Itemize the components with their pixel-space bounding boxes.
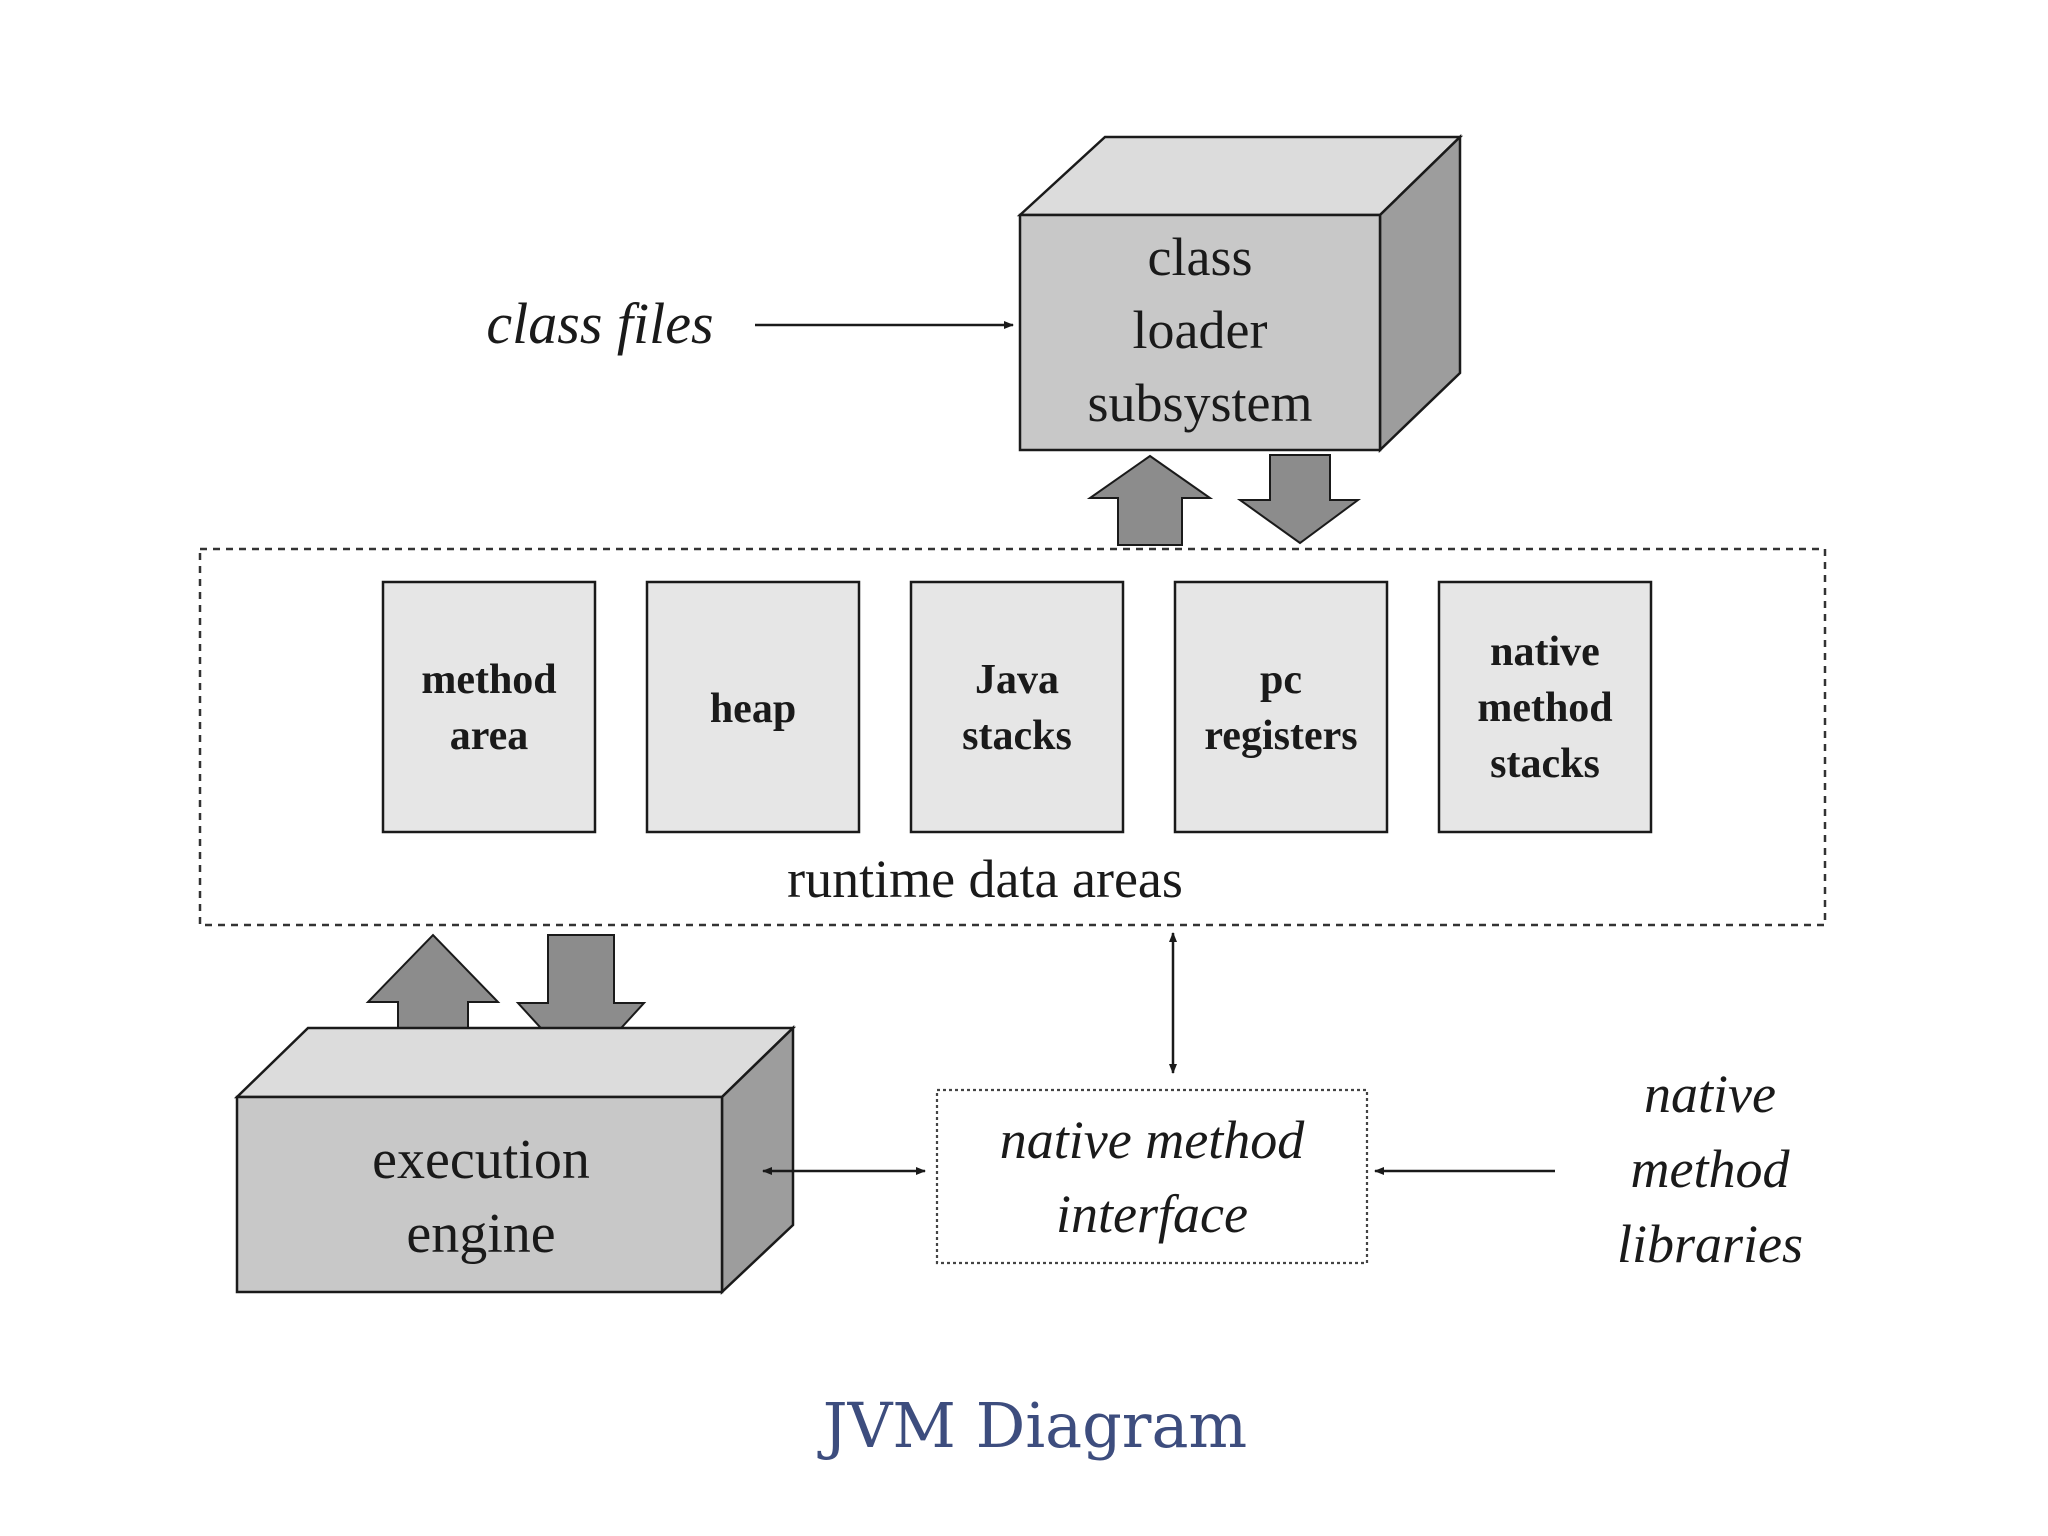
class-loader-down-arrow bbox=[1236, 454, 1362, 545]
class-loader-label-line3: subsystem bbox=[1087, 373, 1312, 433]
method-area-box bbox=[381, 580, 597, 834]
java-stacks-label-line1: Java bbox=[975, 657, 1059, 703]
native-method-interface-box: native method interface bbox=[935, 1088, 1369, 1265]
pc-registers-box bbox=[1173, 580, 1389, 834]
native-method-stacks-box bbox=[1437, 580, 1653, 834]
runtime-data-areas-container: method area heap Java stacks pc register… bbox=[198, 547, 1827, 927]
execution-engine-label-line1: execution bbox=[372, 1129, 590, 1191]
native-method-libraries-label-line2: method bbox=[1631, 1139, 1791, 1199]
class-loader-front-face bbox=[1018, 213, 1382, 452]
class-loader-label-line1: class bbox=[1148, 227, 1253, 287]
native-method-stacks-label-line3: stacks bbox=[1490, 741, 1600, 787]
method-area-label-line1: method bbox=[421, 657, 556, 703]
native-method-interface-label-line2: interface bbox=[1056, 1184, 1248, 1244]
runtime-data-areas-label: runtime data areas bbox=[787, 849, 1183, 909]
execution-engine-top-face bbox=[233, 1026, 797, 1099]
native-method-stacks-label-line2: method bbox=[1477, 685, 1612, 731]
execution-engine-label-line2: engine bbox=[406, 1203, 555, 1265]
execution-engine-front-face bbox=[235, 1095, 724, 1294]
class-files-label: class files bbox=[486, 291, 713, 356]
pc-registers-label-line2: registers bbox=[1204, 713, 1357, 759]
diagram-caption: JVM Diagram bbox=[817, 1389, 1247, 1462]
native-method-libraries-label-line1: native bbox=[1644, 1064, 1776, 1124]
heap-box bbox=[645, 580, 861, 834]
class-loader-subsystem-box: class loader subsystem bbox=[1016, 134, 1464, 453]
java-stacks-box bbox=[909, 580, 1125, 834]
pc-registers-label-line1: pc bbox=[1260, 657, 1302, 703]
native-method-stacks-label-line1: native bbox=[1490, 629, 1600, 675]
class-loader-up-arrow bbox=[1086, 454, 1214, 546]
heap-label: heap bbox=[710, 686, 796, 732]
execution-engine-box: execution engine bbox=[233, 1025, 797, 1295]
runtime-data-areas-border bbox=[198, 547, 1827, 927]
native-method-interface-label-line1: native method bbox=[1000, 1110, 1305, 1170]
class-loader-label-line2: loader bbox=[1133, 300, 1268, 360]
java-stacks-label-line2: stacks bbox=[962, 713, 1072, 759]
method-area-label-line2: area bbox=[450, 713, 529, 759]
native-method-libraries-label-line3: libraries bbox=[1617, 1214, 1803, 1274]
native-method-interface-border bbox=[935, 1088, 1369, 1265]
